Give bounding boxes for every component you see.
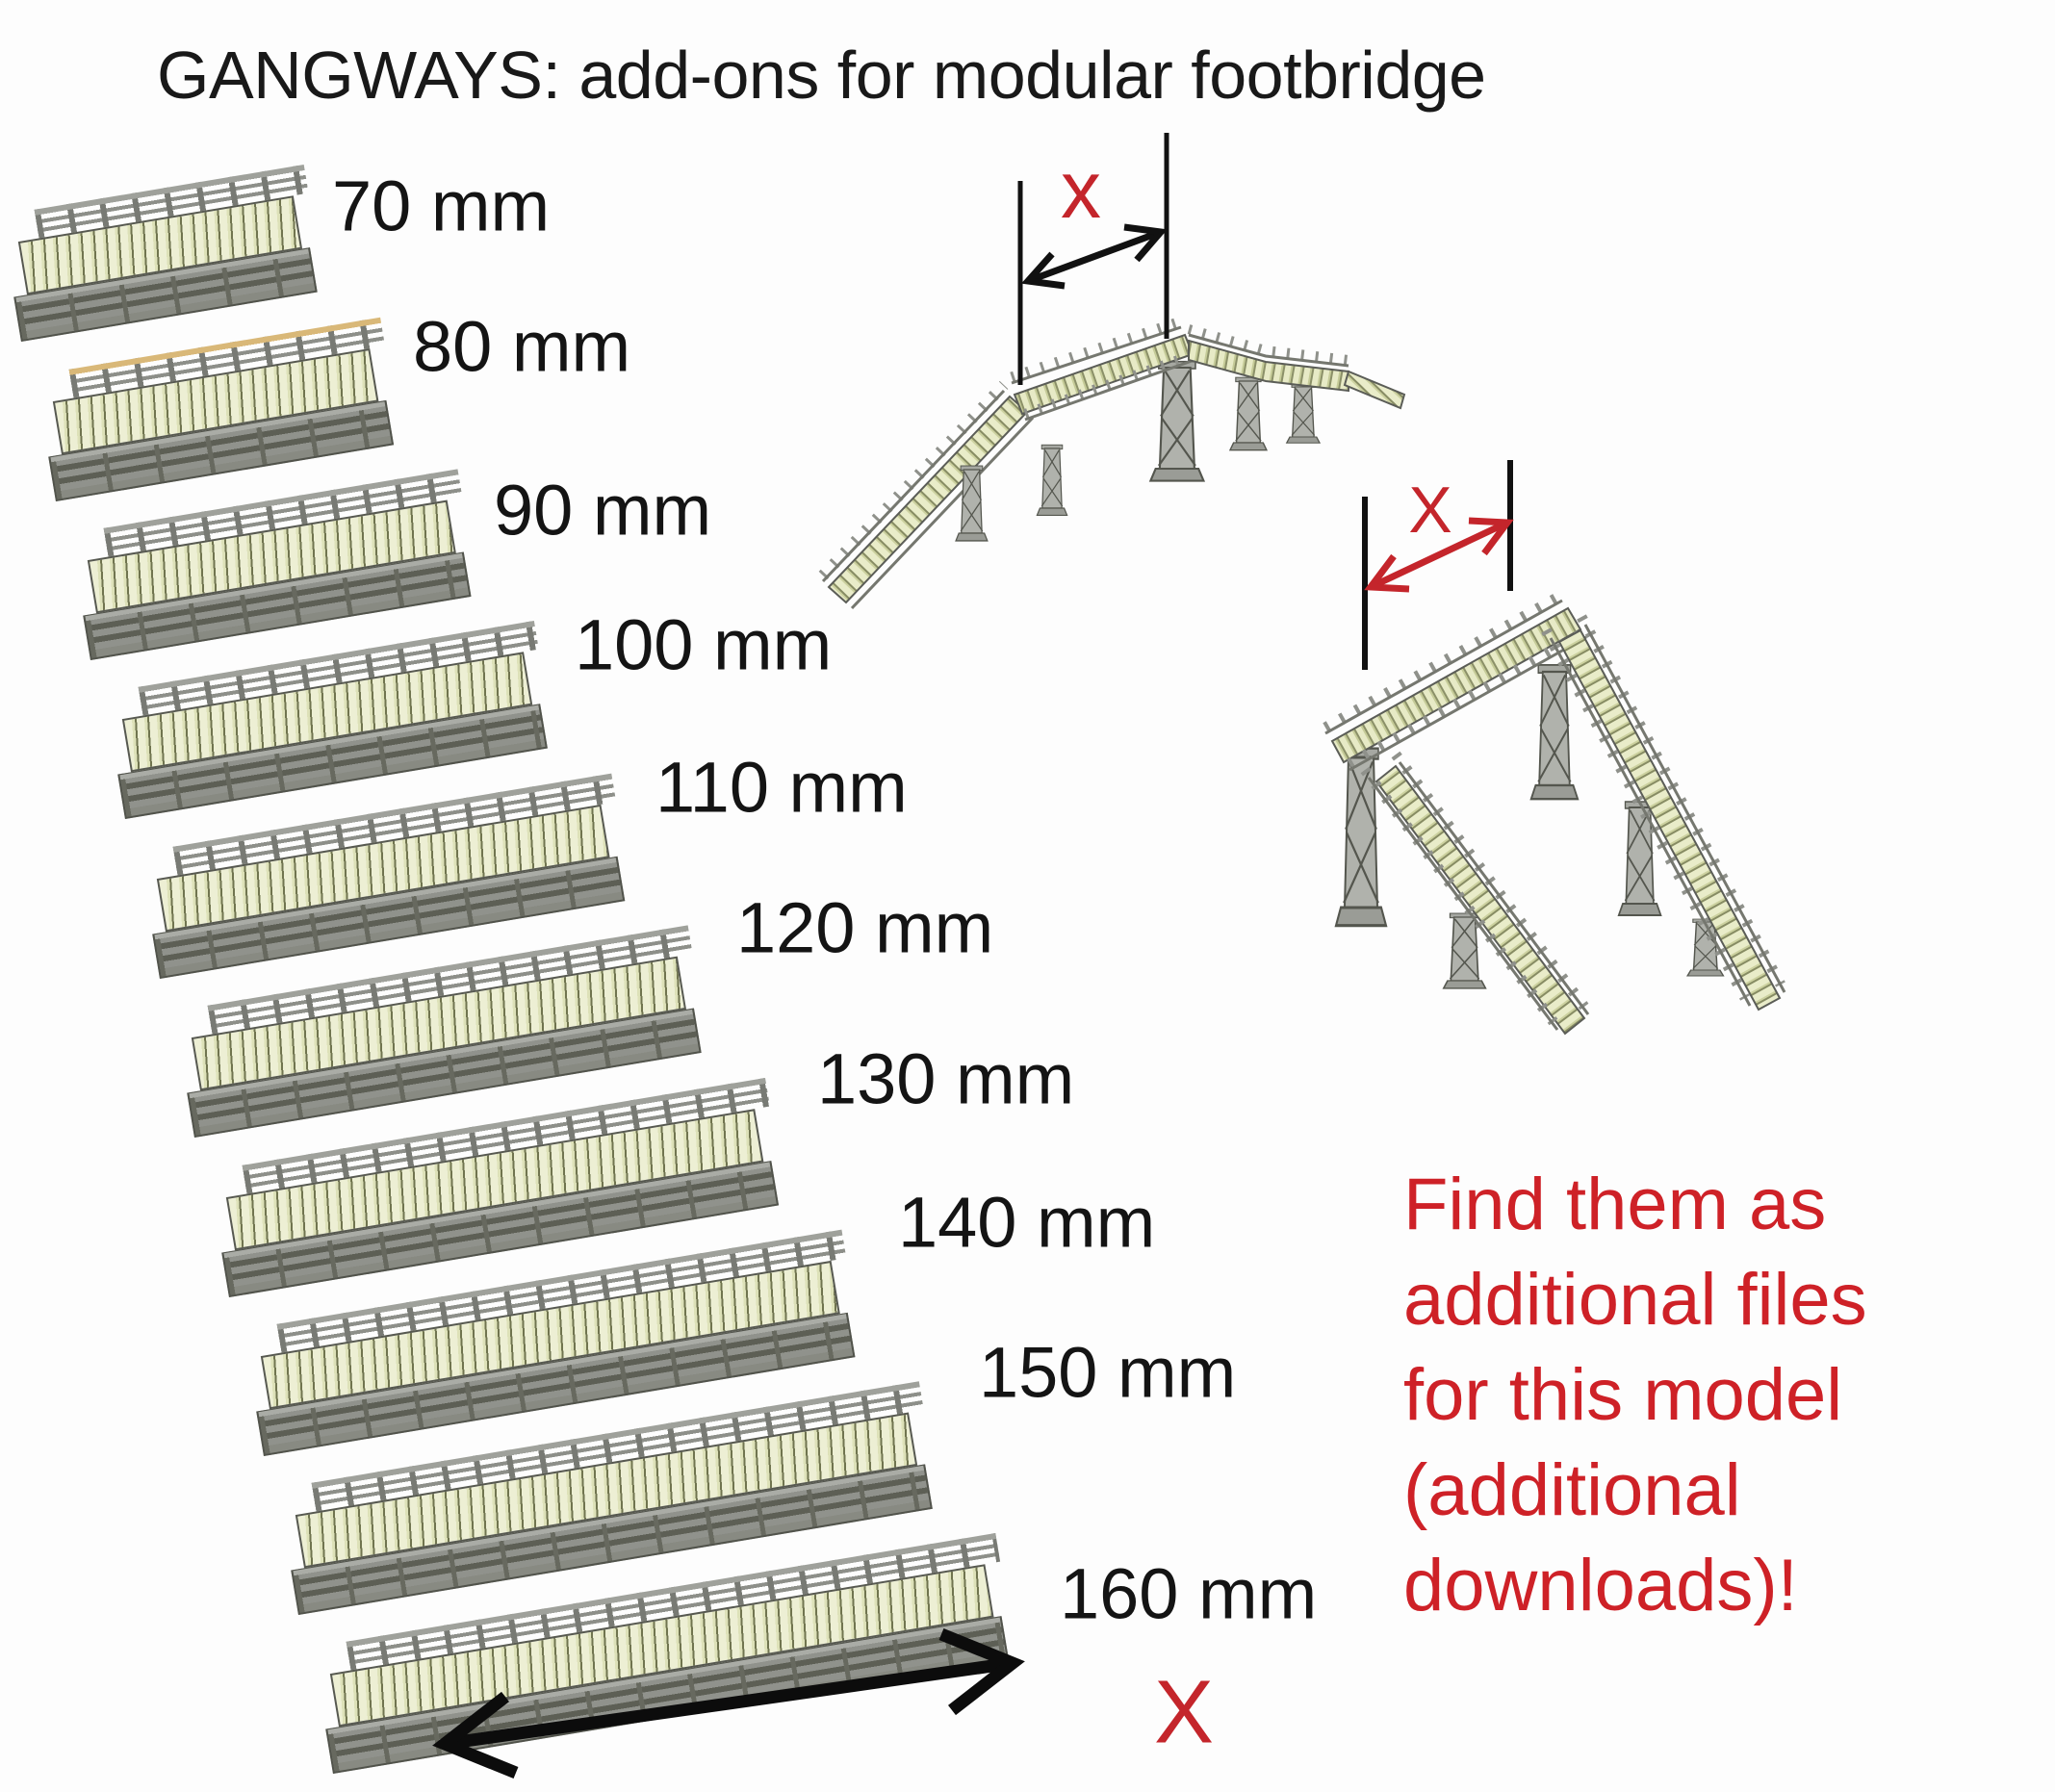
gangway-size-label: 110 mm bbox=[655, 747, 908, 828]
gangway-item bbox=[13, 165, 321, 342]
fb2-back-span bbox=[1323, 590, 1589, 772]
gangway-size-label: 150 mm bbox=[979, 1332, 1237, 1413]
fb2-right-stair bbox=[1541, 614, 1786, 1011]
gangway-size-label: 160 mm bbox=[1060, 1553, 1318, 1634]
note-line: for this model bbox=[1403, 1354, 1843, 1436]
dimension-x-label-bottom: X bbox=[1153, 1661, 1215, 1762]
gangway-item bbox=[325, 1532, 1018, 1774]
gangway-size-label: 140 mm bbox=[898, 1182, 1156, 1263]
dimension-x-label-right: X bbox=[1408, 474, 1452, 547]
gangway-size-label: 130 mm bbox=[817, 1038, 1075, 1119]
note-line: Find them as bbox=[1403, 1164, 1827, 1245]
footbridge-long-illustration bbox=[818, 316, 1406, 610]
note-line: downloads)! bbox=[1403, 1545, 1798, 1626]
fb1-walkway bbox=[1010, 316, 1406, 422]
dimension-x-label-top: x bbox=[1061, 144, 1101, 235]
gangway-size-label: 100 mm bbox=[575, 604, 833, 685]
gangway-graphic bbox=[35, 317, 395, 501]
page-title: GANGWAYS: add-ons for modular footbridge bbox=[157, 38, 1486, 113]
note-line: (additional bbox=[1403, 1449, 1741, 1531]
gangway-size-label: 70 mm bbox=[332, 166, 551, 246]
gangway-size-label: 80 mm bbox=[413, 306, 631, 387]
additional-files-note: Find them as additional files for this m… bbox=[1403, 1157, 1867, 1633]
gangway-graphic bbox=[0, 165, 318, 342]
gangway-size-label: 120 mm bbox=[736, 887, 994, 968]
footbridge-u-illustration bbox=[1323, 590, 1786, 1036]
fb1-piers bbox=[955, 360, 1321, 542]
fb1-staircase bbox=[818, 380, 1035, 610]
gangway-item bbox=[48, 317, 398, 501]
note-line: additional files bbox=[1403, 1259, 1867, 1341]
fb2-left-stair bbox=[1360, 751, 1590, 1036]
gangway-size-label: 90 mm bbox=[494, 470, 712, 550]
